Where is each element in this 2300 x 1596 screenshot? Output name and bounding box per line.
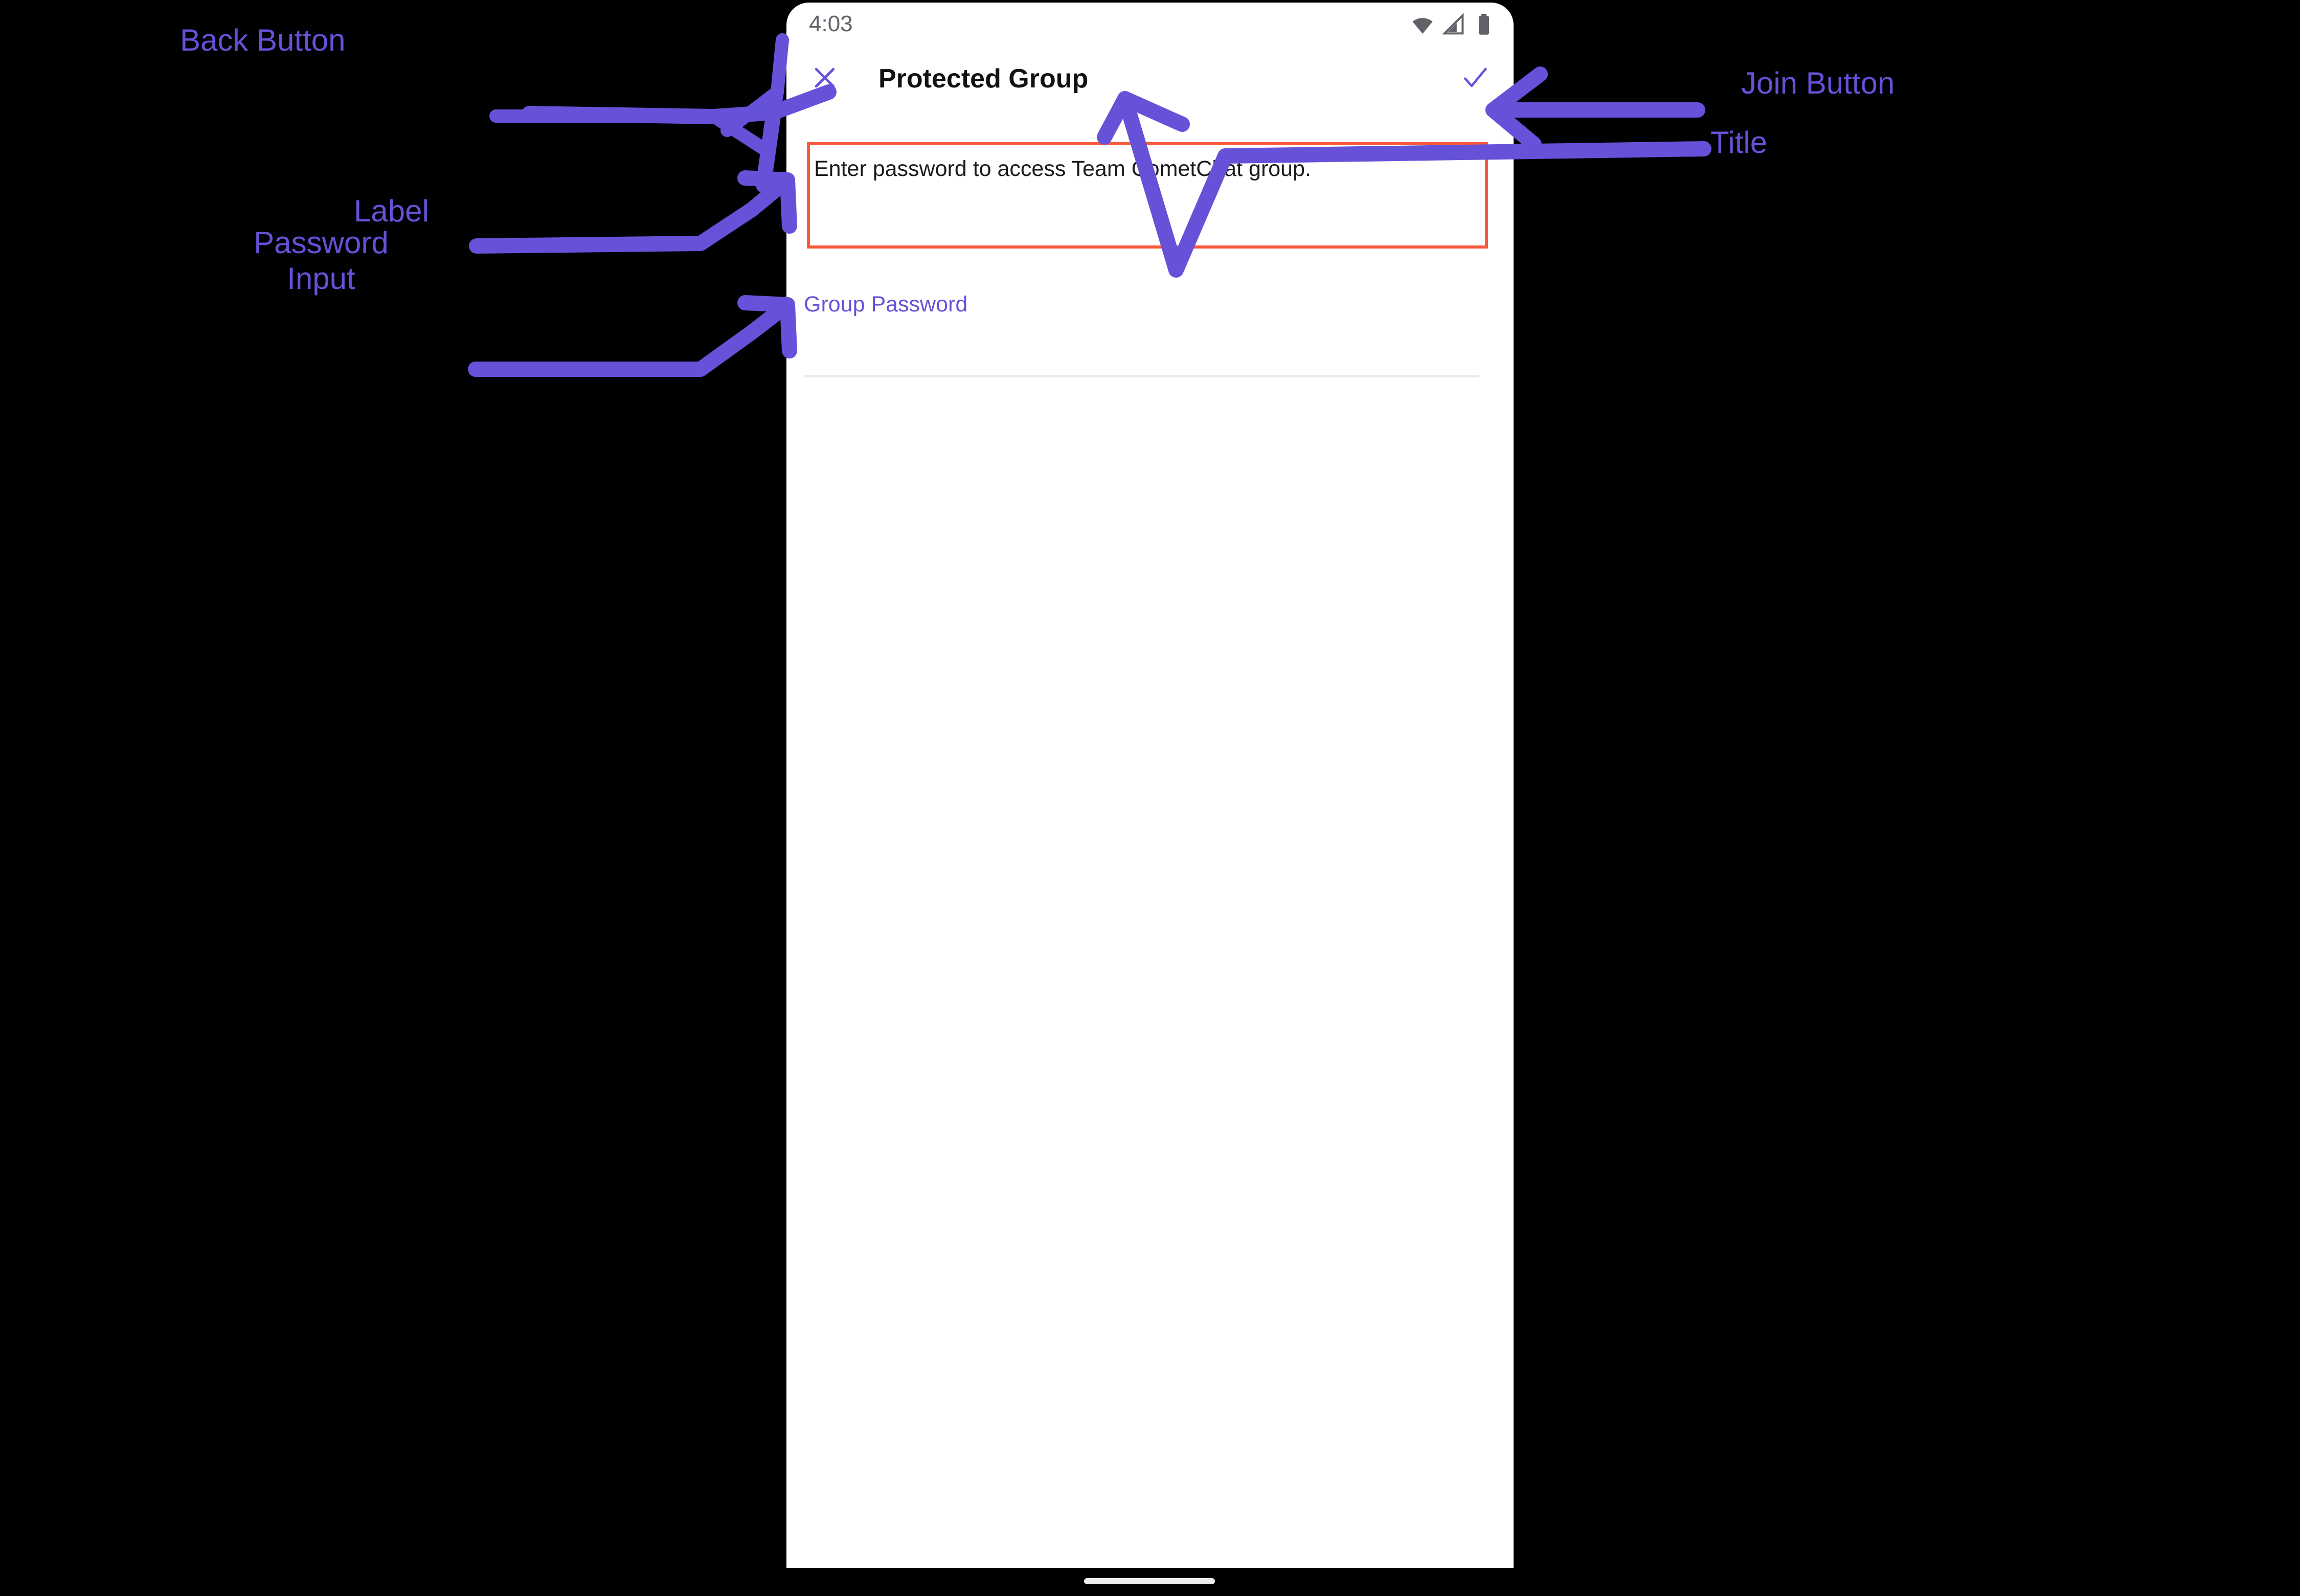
annotation-password-input: Password Input xyxy=(254,226,389,296)
password-description-label: Enter password to access Team CometChat … xyxy=(814,156,1311,181)
password-input[interactable] xyxy=(804,341,1479,377)
arrow-label xyxy=(469,172,795,254)
annotation-label: Label xyxy=(354,194,429,228)
password-field-label: Group Password xyxy=(804,292,968,317)
password-field-group: Group Password xyxy=(804,289,1479,377)
app-bar: Protected Group xyxy=(786,47,1514,108)
status-bar-time: 4:03 xyxy=(809,11,853,36)
status-bar-icons xyxy=(1410,13,1494,40)
wifi-icon xyxy=(1410,13,1435,40)
close-button[interactable] xyxy=(805,59,845,99)
cellular-signal-icon xyxy=(1442,13,1467,40)
join-button[interactable] xyxy=(1455,59,1495,99)
check-icon xyxy=(1459,61,1492,97)
arrow-password-input xyxy=(468,297,795,377)
annotation-join-button: Join Button xyxy=(1741,66,1895,100)
gesture-bar[interactable] xyxy=(1084,1578,1215,1584)
annotation-title: Title xyxy=(1710,125,1768,160)
phone-screen: 4:03 Protected Group Enter passw xyxy=(786,3,1514,1568)
annotation-back-button: Back Button xyxy=(180,23,346,57)
page-title: Protected Group xyxy=(878,64,1089,94)
arrow-back-button xyxy=(489,85,784,158)
status-bar: 4:03 xyxy=(786,3,1514,47)
battery-icon xyxy=(1474,13,1494,40)
close-icon xyxy=(809,62,841,96)
